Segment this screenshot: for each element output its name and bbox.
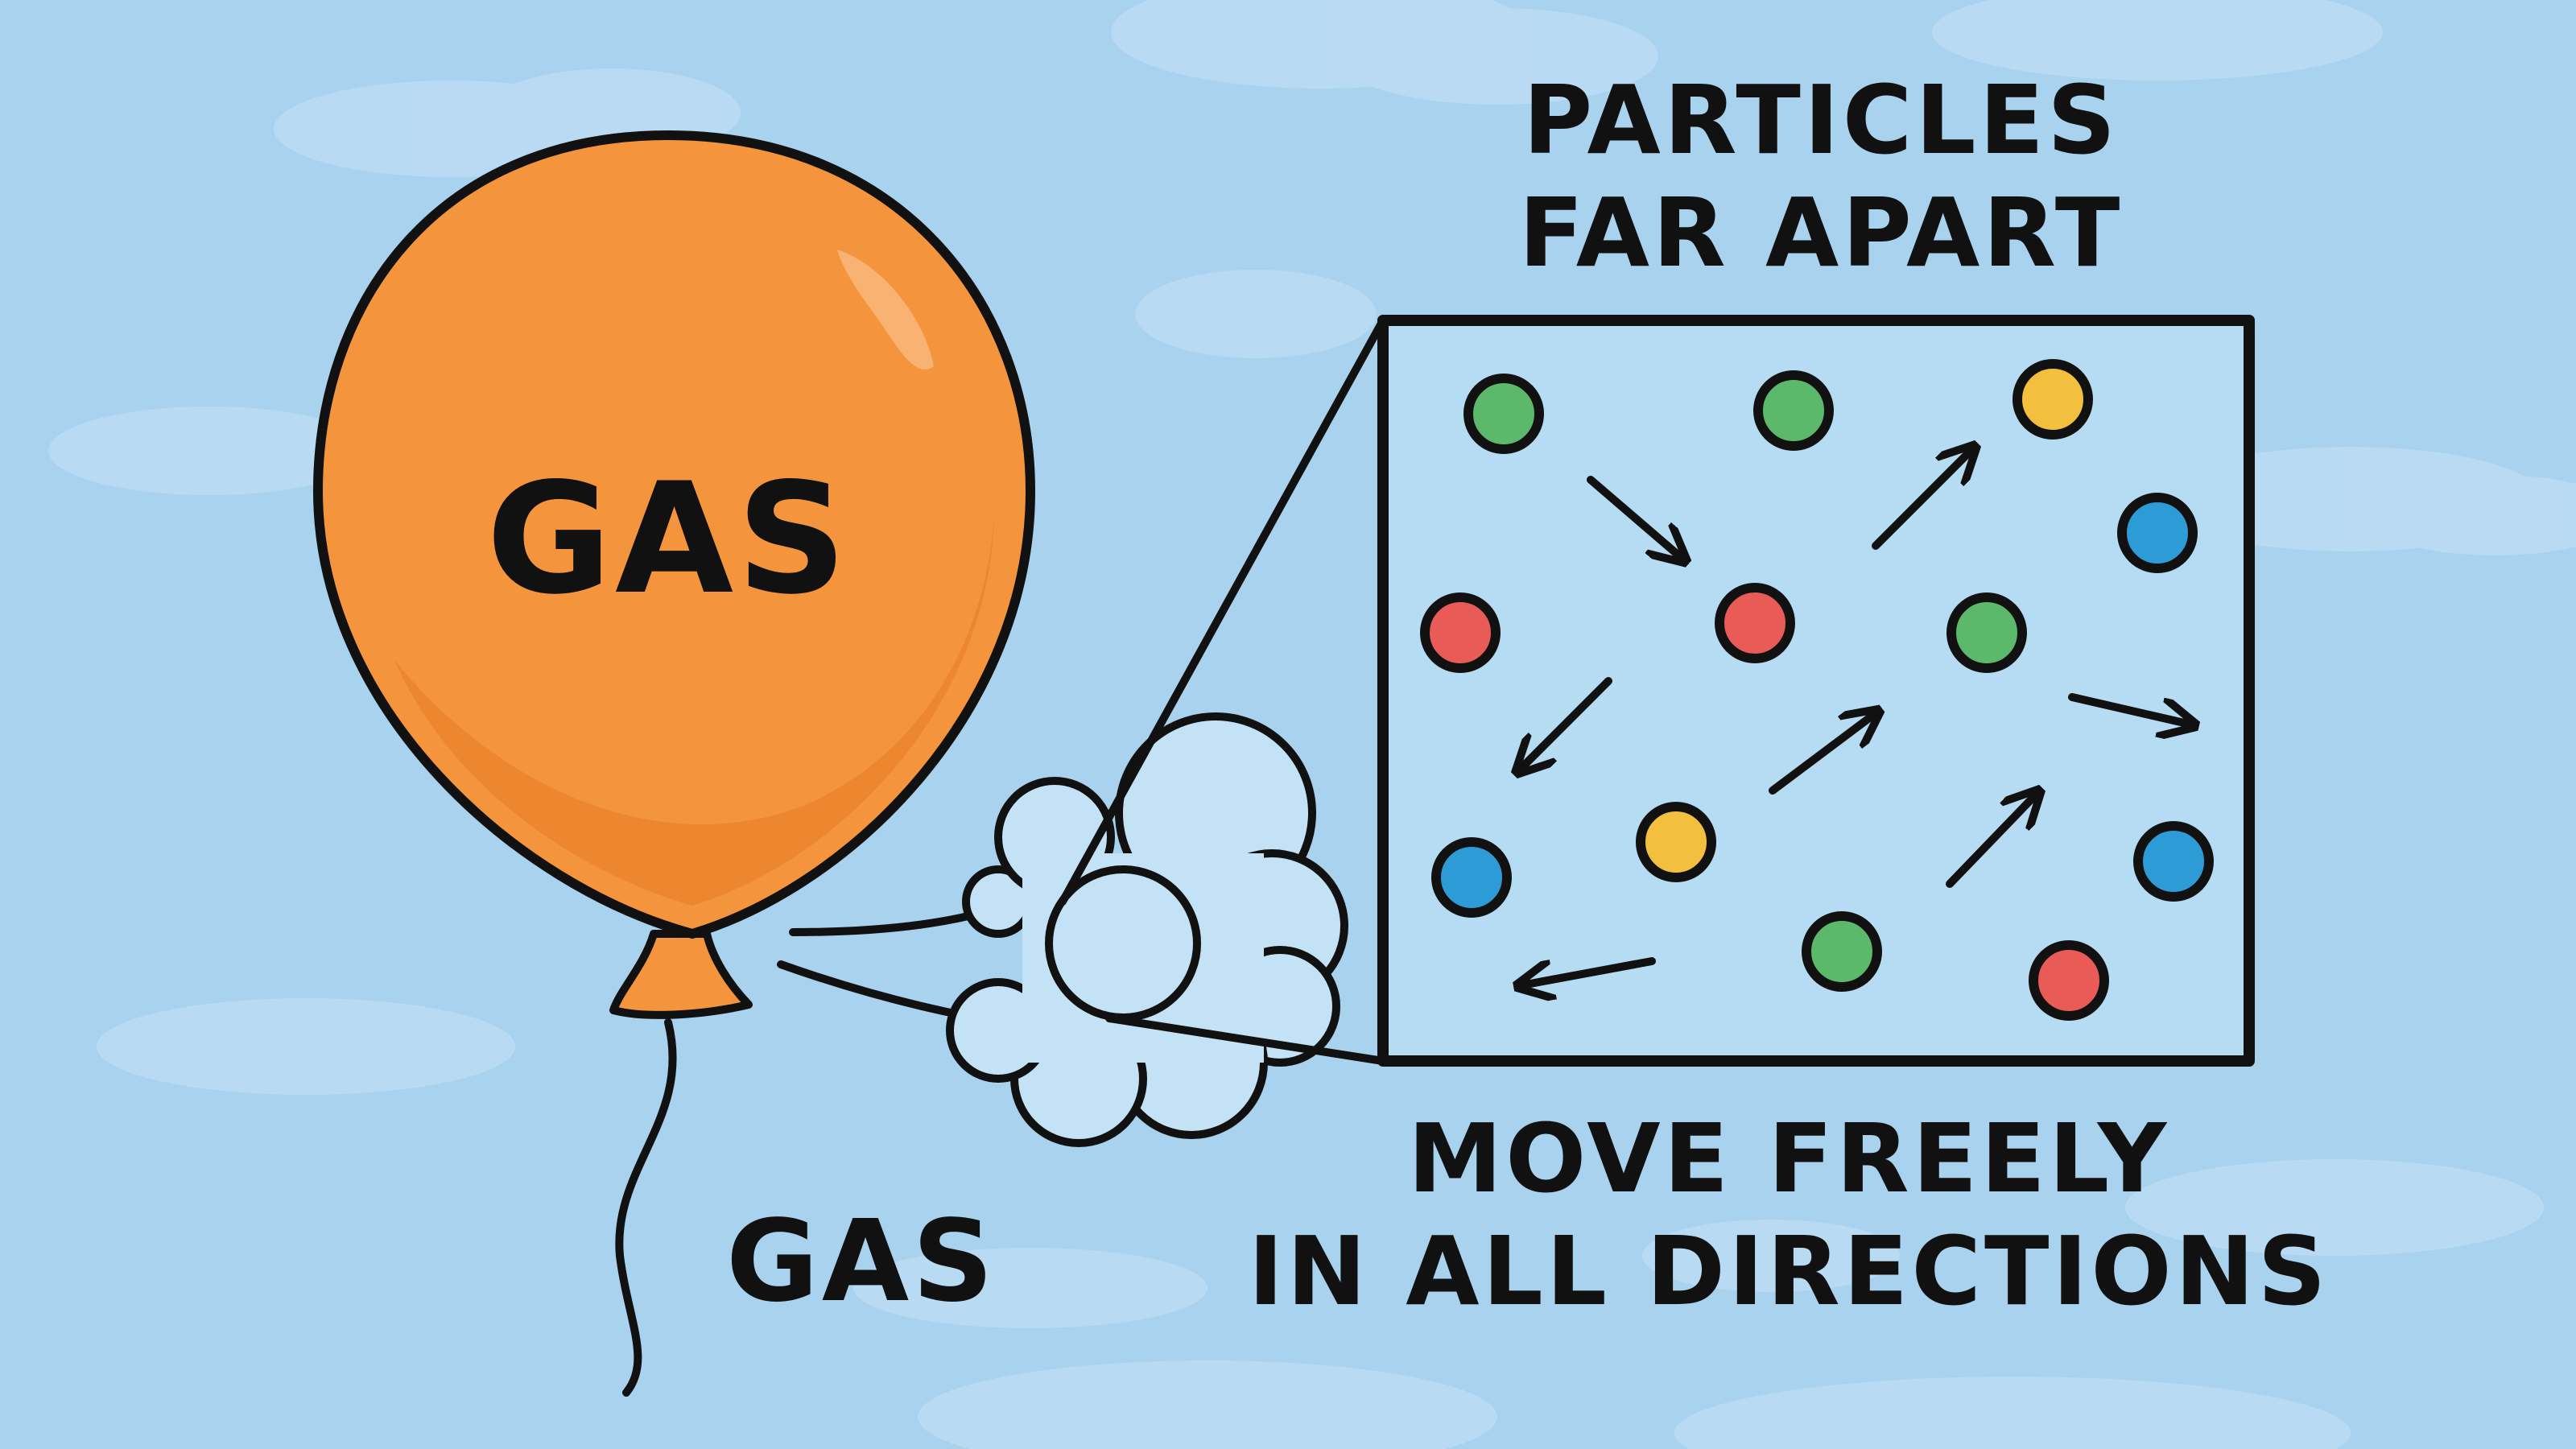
balloon-string [615, 1018, 677, 1397]
balloon-knot [609, 930, 753, 1019]
zoom-line-bottom [1105, 1014, 1387, 1065]
bottom-line-1: MOVE FREELY [1408, 1103, 2170, 1214]
particle-blue [2117, 493, 2198, 573]
particle-yellow [1636, 802, 1716, 882]
caption-gas: GAS [726, 1196, 997, 1327]
title-line-2: FAR APART [1519, 177, 2124, 288]
background-clouds [48, 0, 2576, 1449]
air-stream-lower [777, 960, 970, 1020]
balloon [312, 130, 1036, 939]
particle-yellow [2013, 359, 2093, 440]
zoom-line-top [1059, 316, 1387, 906]
arrow-icon [2068, 693, 2191, 724]
particle-green [1463, 374, 1544, 454]
arrow-icon [1520, 677, 1612, 770]
particle-green [1753, 370, 1834, 451]
particle-green [1802, 911, 1882, 992]
arrow-icon [1769, 713, 1876, 795]
particle-blue [1431, 837, 1512, 918]
particle-red [2029, 940, 2109, 1021]
gas-puff-cloud [946, 712, 1348, 1147]
arrow-icon [1587, 476, 1682, 559]
arrow-icon [1521, 957, 1656, 985]
particles [1420, 359, 2214, 1021]
particle-blue [2133, 821, 2214, 902]
particle-green [1946, 592, 2027, 673]
balloon-label: GAS [486, 450, 850, 628]
bottom-line-2: IN ALL DIRECTIONS [1249, 1216, 2330, 1327]
title-line-1: PARTICLES [1523, 64, 2119, 175]
particle-red [1420, 592, 1501, 673]
arrow-icon [1946, 794, 2037, 888]
balloon-highlight [837, 250, 934, 369]
particle-red [1715, 583, 1795, 663]
motion-arrows [1520, 449, 2191, 985]
arrow-icon [1872, 449, 1972, 550]
